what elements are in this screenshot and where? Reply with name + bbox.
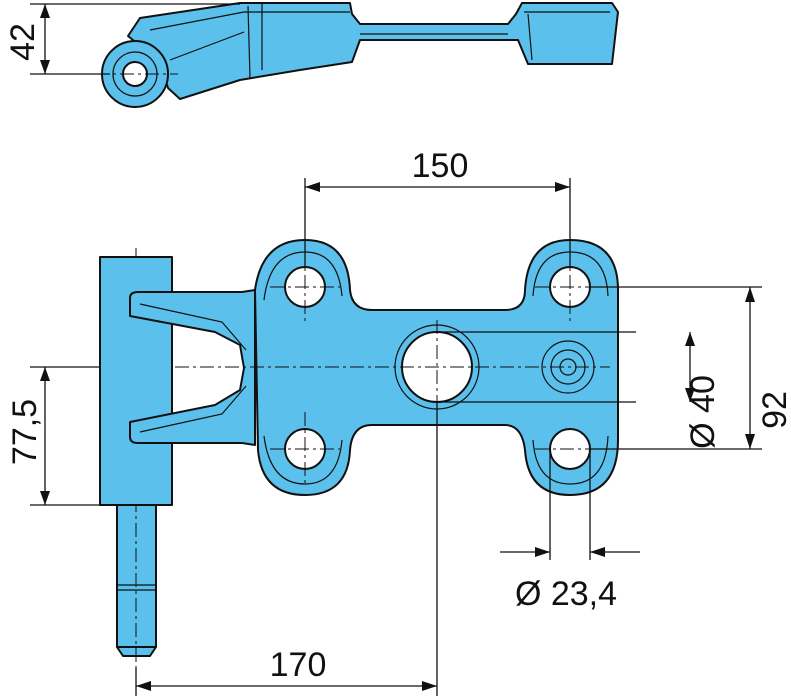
dim-center-bore-label: Ø 40 [684, 375, 722, 449]
side-view: 42 [4, 2, 619, 108]
dimensions: 150 92 Ø 40 Ø 23,4 77,5 [6, 147, 791, 696]
side-view-body [127, 2, 619, 100]
dim-150-label: 150 [412, 147, 469, 185]
dim-92-label: 92 [756, 391, 791, 429]
front-view [99, 239, 619, 668]
dim-77-5-label: 77,5 [6, 399, 44, 465]
side-view-edges [149, 4, 610, 79]
dim-42-label: 42 [4, 23, 42, 61]
dim-170-label: 170 [270, 646, 327, 684]
hinge-fork-arm [129, 289, 256, 446]
dim-small-hole-label: Ø 23,4 [515, 575, 617, 613]
